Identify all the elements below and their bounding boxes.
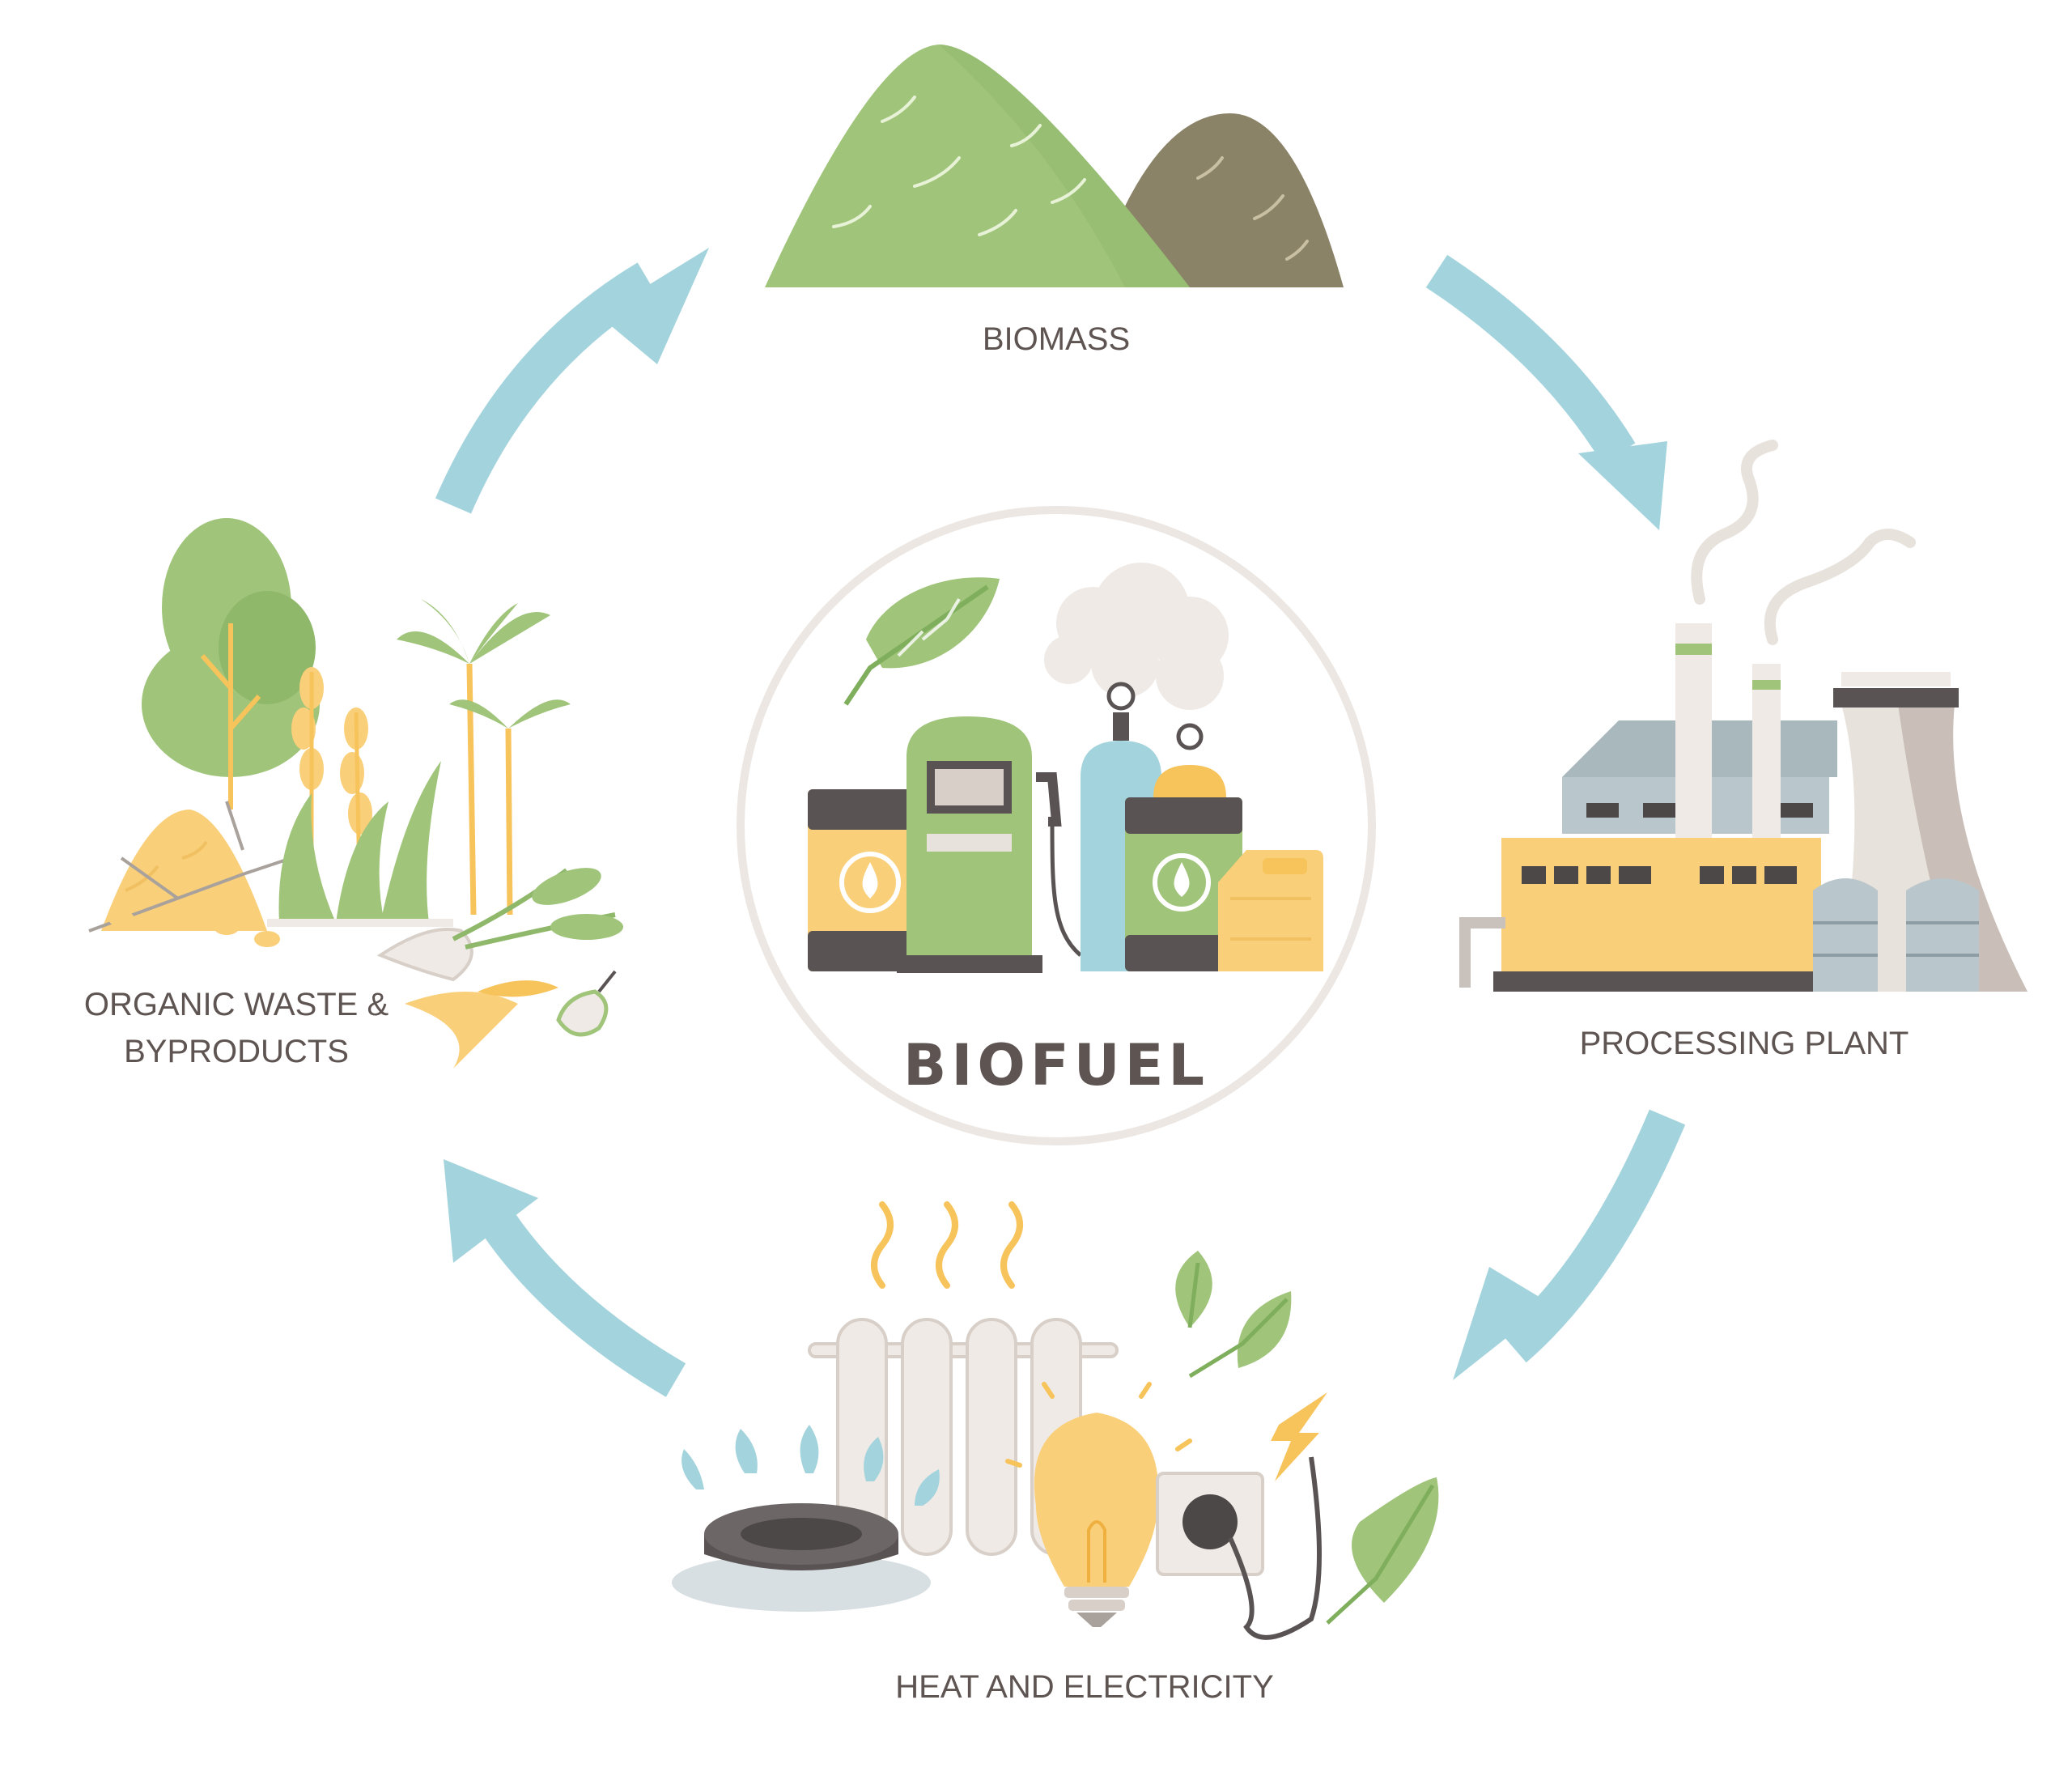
organic-waste-illustration xyxy=(88,518,623,1069)
label-processing-plant: PROCESSING PLANT xyxy=(1580,1026,1909,1061)
label-organic-waste-line2: BYPRODUCTS xyxy=(124,1034,349,1069)
fuel-pump-icon xyxy=(897,716,1082,973)
jerry-can-icon xyxy=(1218,850,1323,971)
center-biofuel: BIOFUEL xyxy=(737,506,1376,1145)
label-organic-waste-line1: ORGANIC WASTE & xyxy=(84,987,389,1022)
label-heat-electricity: HEAT AND ELECTRICITY xyxy=(895,1669,1274,1705)
arrow-plant-to-heat xyxy=(1453,1109,1686,1380)
arrow-biomass-to-plant xyxy=(1425,254,1667,530)
barrel-icon xyxy=(808,789,921,971)
power-socket-icon xyxy=(1156,1392,1327,1640)
center-title: BIOFUEL xyxy=(903,1032,1209,1098)
processing-plant-illustration xyxy=(1459,440,2027,992)
leaf-icon xyxy=(843,577,1000,706)
cycle-arrows xyxy=(435,248,1686,1397)
arrow-waste-to-biomass xyxy=(435,248,709,514)
arrow-heat-to-waste xyxy=(444,1159,686,1397)
biomass-illustration xyxy=(765,45,1344,287)
label-biomass: BIOMASS xyxy=(983,321,1130,357)
light-bulb-icon xyxy=(1005,1382,1192,1627)
barrel-icon xyxy=(1125,723,1242,971)
heat-electricity-illustration xyxy=(672,1201,1439,1640)
tree-icon xyxy=(142,518,320,810)
cloud-icon xyxy=(1044,563,1229,710)
